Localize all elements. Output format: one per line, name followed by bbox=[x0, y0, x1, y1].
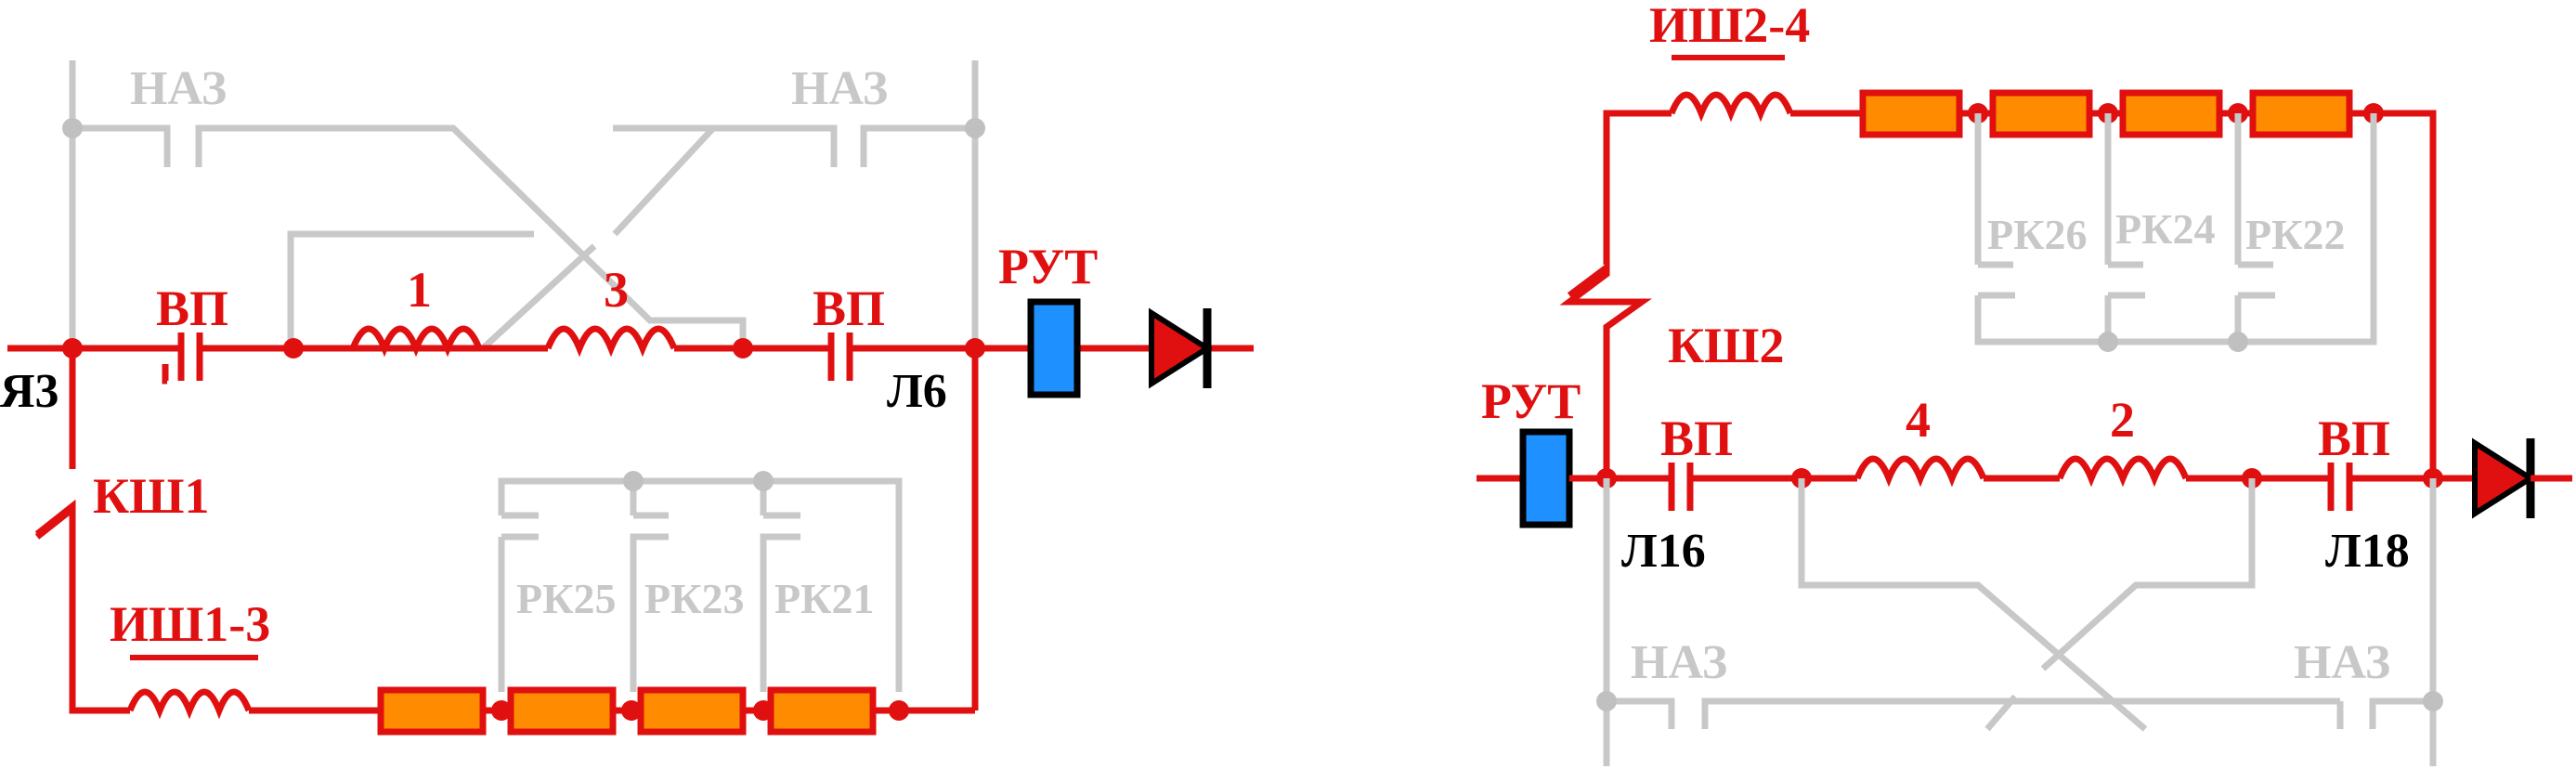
left-vp-label-1: ВП bbox=[156, 280, 228, 336]
left-l6-label: Л6 bbox=[887, 365, 947, 418]
right-rk-label-1: РК26 bbox=[1987, 211, 2087, 258]
right-ksh-contact: КШ2 bbox=[1559, 261, 1784, 373]
right-diode bbox=[2472, 437, 2536, 519]
right-top-loop: ИШ2-4 bbox=[1603, 0, 2437, 478]
right-rk-label-3: РК22 bbox=[2245, 211, 2345, 258]
right-main-line: РУТ ВП ВП 4 2 Л16 Л18 bbox=[1477, 373, 2572, 578]
left-naz-network: НАЗ НАЗ bbox=[62, 60, 985, 351]
right-ish-label: ИШ2-4 bbox=[1649, 0, 1810, 53]
left-rut-relay bbox=[1027, 298, 1081, 398]
right-naz-network: НАЗ НАЗ bbox=[1596, 478, 2443, 766]
right-vp-label-2: ВП bbox=[2318, 411, 2390, 466]
left-circuit: НАЗ НАЗ ВП bbox=[0, 60, 1254, 736]
right-naz-label-2: НАЗ bbox=[2294, 636, 2390, 689]
left-lower-loop: КШ1 ИШ1-3 bbox=[34, 348, 979, 736]
left-coil-label-1: 1 bbox=[407, 262, 432, 318]
left-rk-label-2: РК23 bbox=[644, 575, 744, 622]
left-naz-label-2: НАЗ bbox=[791, 62, 888, 115]
right-rk-label-2: РК24 bbox=[2115, 205, 2215, 253]
right-rut-label: РУТ bbox=[1481, 373, 1581, 429]
right-l18-label: Л18 bbox=[2325, 525, 2410, 578]
right-coil-label-4: 4 bbox=[1906, 392, 1931, 448]
left-vp-label-2: ВП bbox=[813, 280, 885, 336]
left-ish-label: ИШ1-3 bbox=[110, 596, 270, 652]
left-coil-label-3: 3 bbox=[604, 262, 629, 318]
left-main-line: ВП ВП 1 3 РУТ Я3 Л6 bbox=[0, 239, 1254, 418]
left-diode bbox=[1149, 307, 1213, 389]
right-ksh-label: КШ2 bbox=[1668, 318, 1784, 373]
right-naz-label-1: НАЗ bbox=[1631, 636, 1727, 689]
right-rk-block: РК26 РК24 РК22 bbox=[1974, 113, 2377, 352]
left-naz-label-1: НАЗ bbox=[130, 62, 227, 115]
left-ksh-label: КШ1 bbox=[93, 468, 209, 524]
left-ya3-label: Я3 bbox=[0, 365, 59, 418]
left-rk-label-3: РК21 bbox=[774, 575, 874, 622]
right-rut-relay bbox=[1519, 428, 1573, 528]
left-rk-block: РК25 РК23 РК21 bbox=[498, 471, 903, 692]
right-coil-label-2: 2 bbox=[2110, 392, 2135, 448]
right-l16-label: Л16 bbox=[1621, 525, 1706, 578]
right-circuit: ИШ2-4 КШ2 РК26 РК24 РК22 bbox=[1477, 0, 2572, 766]
right-vp-label-1: ВП bbox=[1660, 411, 1733, 466]
left-rk-label-1: РК25 bbox=[516, 575, 616, 622]
left-rut-label: РУТ bbox=[998, 239, 1098, 294]
